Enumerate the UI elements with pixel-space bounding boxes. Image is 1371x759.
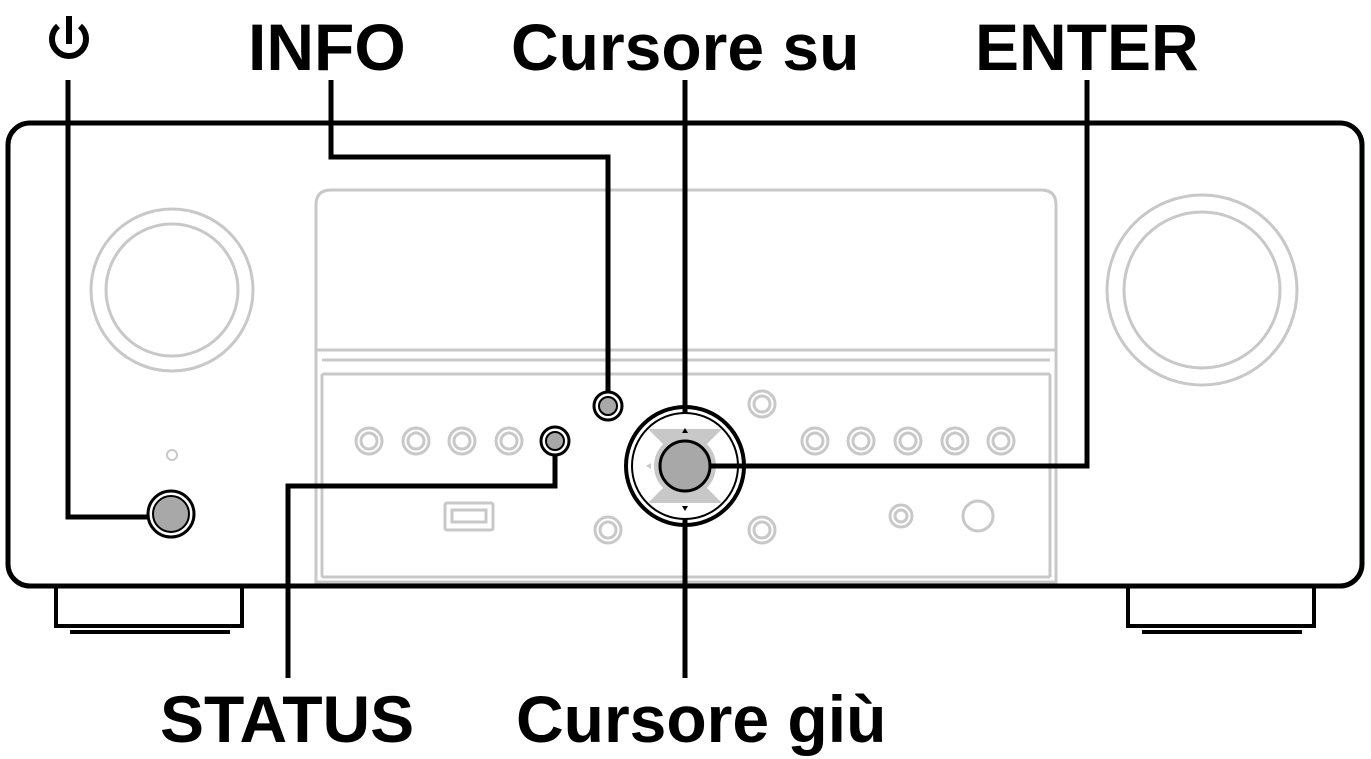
front-jacks — [888, 499, 995, 533]
standby-indicator — [166, 449, 178, 461]
cursor-up-label: Cursore su — [511, 10, 860, 84]
info-label: INFO — [248, 10, 406, 84]
arrow-left-icon — [646, 463, 651, 469]
callout-power — [65, 80, 148, 520]
status-label: STATUS — [160, 682, 415, 756]
misc-buttons — [593, 389, 777, 545]
callout-lines — [65, 80, 1090, 678]
left-knob — [89, 207, 255, 373]
usb-port-icon — [443, 501, 495, 532]
info-button[interactable] — [592, 390, 624, 422]
source-buttons-right — [800, 426, 1016, 456]
source-buttons-left — [354, 426, 524, 456]
callout-info — [328, 80, 611, 392]
enter-button[interactable] — [658, 439, 712, 493]
enter-label: ENTER — [975, 10, 1199, 84]
callout-status — [285, 455, 558, 678]
power-button[interactable] — [146, 489, 196, 539]
power-icon — [49, 16, 89, 59]
arrow-up-icon — [682, 428, 688, 433]
right-knob — [1105, 193, 1299, 387]
left-foot — [54, 582, 244, 634]
arrow-down-icon — [682, 506, 688, 511]
cursor-down-label: Cursore giù — [516, 682, 887, 756]
callout-enter — [710, 80, 1090, 469]
status-button[interactable] — [539, 425, 571, 457]
right-foot — [1126, 582, 1316, 634]
